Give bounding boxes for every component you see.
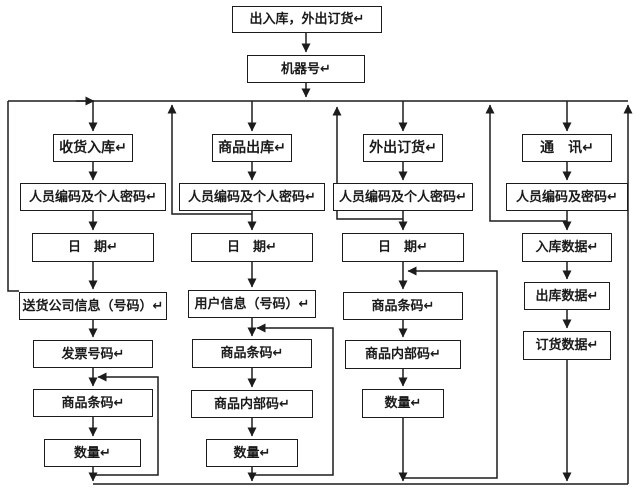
receiving-header-box: 收货入库↵ <box>53 134 133 162</box>
outbound-header-box: 商品出库↵ <box>212 134 292 162</box>
left-return-line <box>7 101 19 292</box>
receiving-date-box: 日 期↵ <box>32 233 154 262</box>
machine-number-box: 机器号↵ <box>247 55 365 83</box>
comm-header-box: 通 讯↵ <box>522 134 612 162</box>
ordering-personnel-password-box: 人员编码及个人密码↵ <box>333 183 473 211</box>
outbound-product-internal-code-box: 商品内部码↵ <box>191 390 313 418</box>
ordering-product-internal-code-box: 商品内部码↵ <box>345 340 461 369</box>
outbound-quantity-box: 数量↵ <box>206 439 298 467</box>
receiving-delivery-company-info-box: 送货公司信息（号码）↵ <box>19 292 167 320</box>
ordering-date-box: 日 期↵ <box>342 233 464 262</box>
divider-return-line-1 <box>167 104 252 215</box>
receiving-invoice-number-box: 发票号码↵ <box>33 340 153 368</box>
col1-loop-line <box>93 372 159 476</box>
outbound-date-box: 日 期↵ <box>191 233 313 262</box>
outbound-personnel-password-box: 人员编码及个人密码↵ <box>179 183 325 211</box>
outbound-user-info-box: 用户信息（号码）↵ <box>188 290 316 318</box>
col2-loop-line <box>252 323 334 476</box>
comm-inbound-data-box: 入库数据↵ <box>522 233 612 262</box>
outbound-product-barcode-box: 商品条码↵ <box>192 339 312 368</box>
col3-loop-line <box>403 266 498 479</box>
receiving-quantity-box: 数量↵ <box>44 439 141 467</box>
comm-order-data-box: 订货数据↵ <box>523 331 611 360</box>
entry-box: 出入库，外出订货↵ <box>232 6 382 33</box>
divider-return-line-3 <box>485 104 567 222</box>
comm-personnel-password-box: 人员编码及密码↵ <box>506 183 628 211</box>
receiving-personnel-password-box: 人员编码及个人密码↵ <box>20 183 166 211</box>
comm-outbound-data-box: 出库数据↵ <box>524 282 610 310</box>
divider-return-line-2 <box>332 106 403 220</box>
ordering-quantity-box: 数量↵ <box>362 389 444 418</box>
ordering-header-box: 外出订货↵ <box>363 134 443 162</box>
ordering-product-barcode-box: 商品条码↵ <box>343 292 463 320</box>
receiving-product-barcode-box: 商品条码↵ <box>33 389 153 417</box>
